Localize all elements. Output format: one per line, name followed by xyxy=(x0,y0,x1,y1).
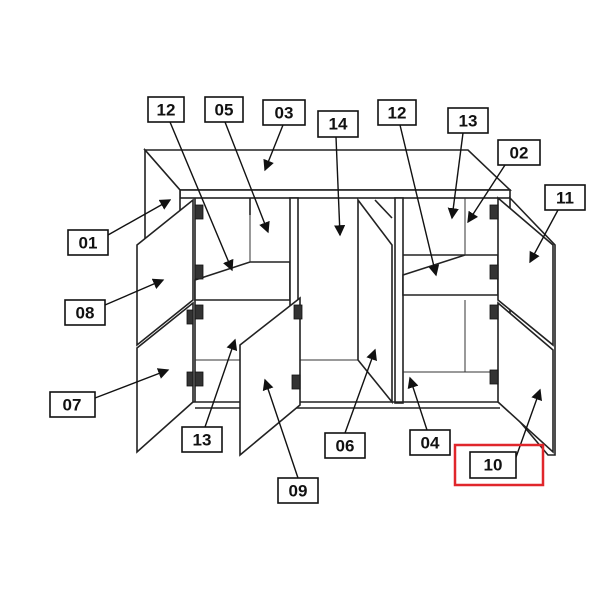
highlight-box-part-10 xyxy=(453,443,545,487)
svg-text:10: 10 xyxy=(484,456,503,475)
part-label-05: 05 xyxy=(204,96,244,123)
svg-text:02: 02 xyxy=(510,144,529,163)
part-label-11: 11 xyxy=(544,184,586,211)
svg-text:07: 07 xyxy=(63,396,82,415)
svg-text:13: 13 xyxy=(459,112,478,131)
part-label-04: 04 xyxy=(409,429,451,456)
svg-text:13: 13 xyxy=(193,431,212,450)
svg-text:12: 12 xyxy=(157,101,176,120)
part-label-10: 10 xyxy=(469,451,517,479)
svg-text:12: 12 xyxy=(388,104,407,123)
part-label-12-left: 12 xyxy=(147,96,185,123)
top-panel xyxy=(143,149,512,191)
svg-text:09: 09 xyxy=(289,482,308,501)
part-label-07: 07 xyxy=(49,391,96,418)
svg-text:03: 03 xyxy=(275,104,294,123)
svg-text:11: 11 xyxy=(556,189,574,208)
right-shelf xyxy=(402,254,499,296)
part-label-06: 06 xyxy=(324,432,366,459)
left-shelf xyxy=(194,261,291,301)
center-door-09 xyxy=(239,296,301,457)
svg-text:04: 04 xyxy=(421,434,440,453)
center-right-divider xyxy=(394,197,404,404)
svg-text:08: 08 xyxy=(76,304,95,323)
cabinet-carcass xyxy=(143,147,556,456)
part-label-02: 02 xyxy=(497,139,541,166)
part-label-09: 09 xyxy=(277,477,319,504)
svg-text:06: 06 xyxy=(336,437,355,456)
hinge-icons xyxy=(186,204,499,390)
center-open-door-06 xyxy=(357,197,393,405)
part-label-01: 01 xyxy=(67,229,109,256)
pointer-arrows xyxy=(94,121,559,479)
top-front-edge xyxy=(179,189,511,199)
part-label-12-right: 12 xyxy=(377,99,417,126)
left-upper-door xyxy=(136,198,194,347)
svg-text:01: 01 xyxy=(79,234,98,253)
right-lower-door-10 xyxy=(497,301,554,454)
part-label-13-bottom: 13 xyxy=(181,426,223,453)
svg-text:05: 05 xyxy=(215,101,234,120)
part-label-13-top: 13 xyxy=(447,107,489,134)
part-label-08: 08 xyxy=(64,299,106,326)
part-label-14: 14 xyxy=(317,110,359,138)
svg-text:14: 14 xyxy=(329,115,348,134)
part-label-03: 03 xyxy=(262,99,306,126)
